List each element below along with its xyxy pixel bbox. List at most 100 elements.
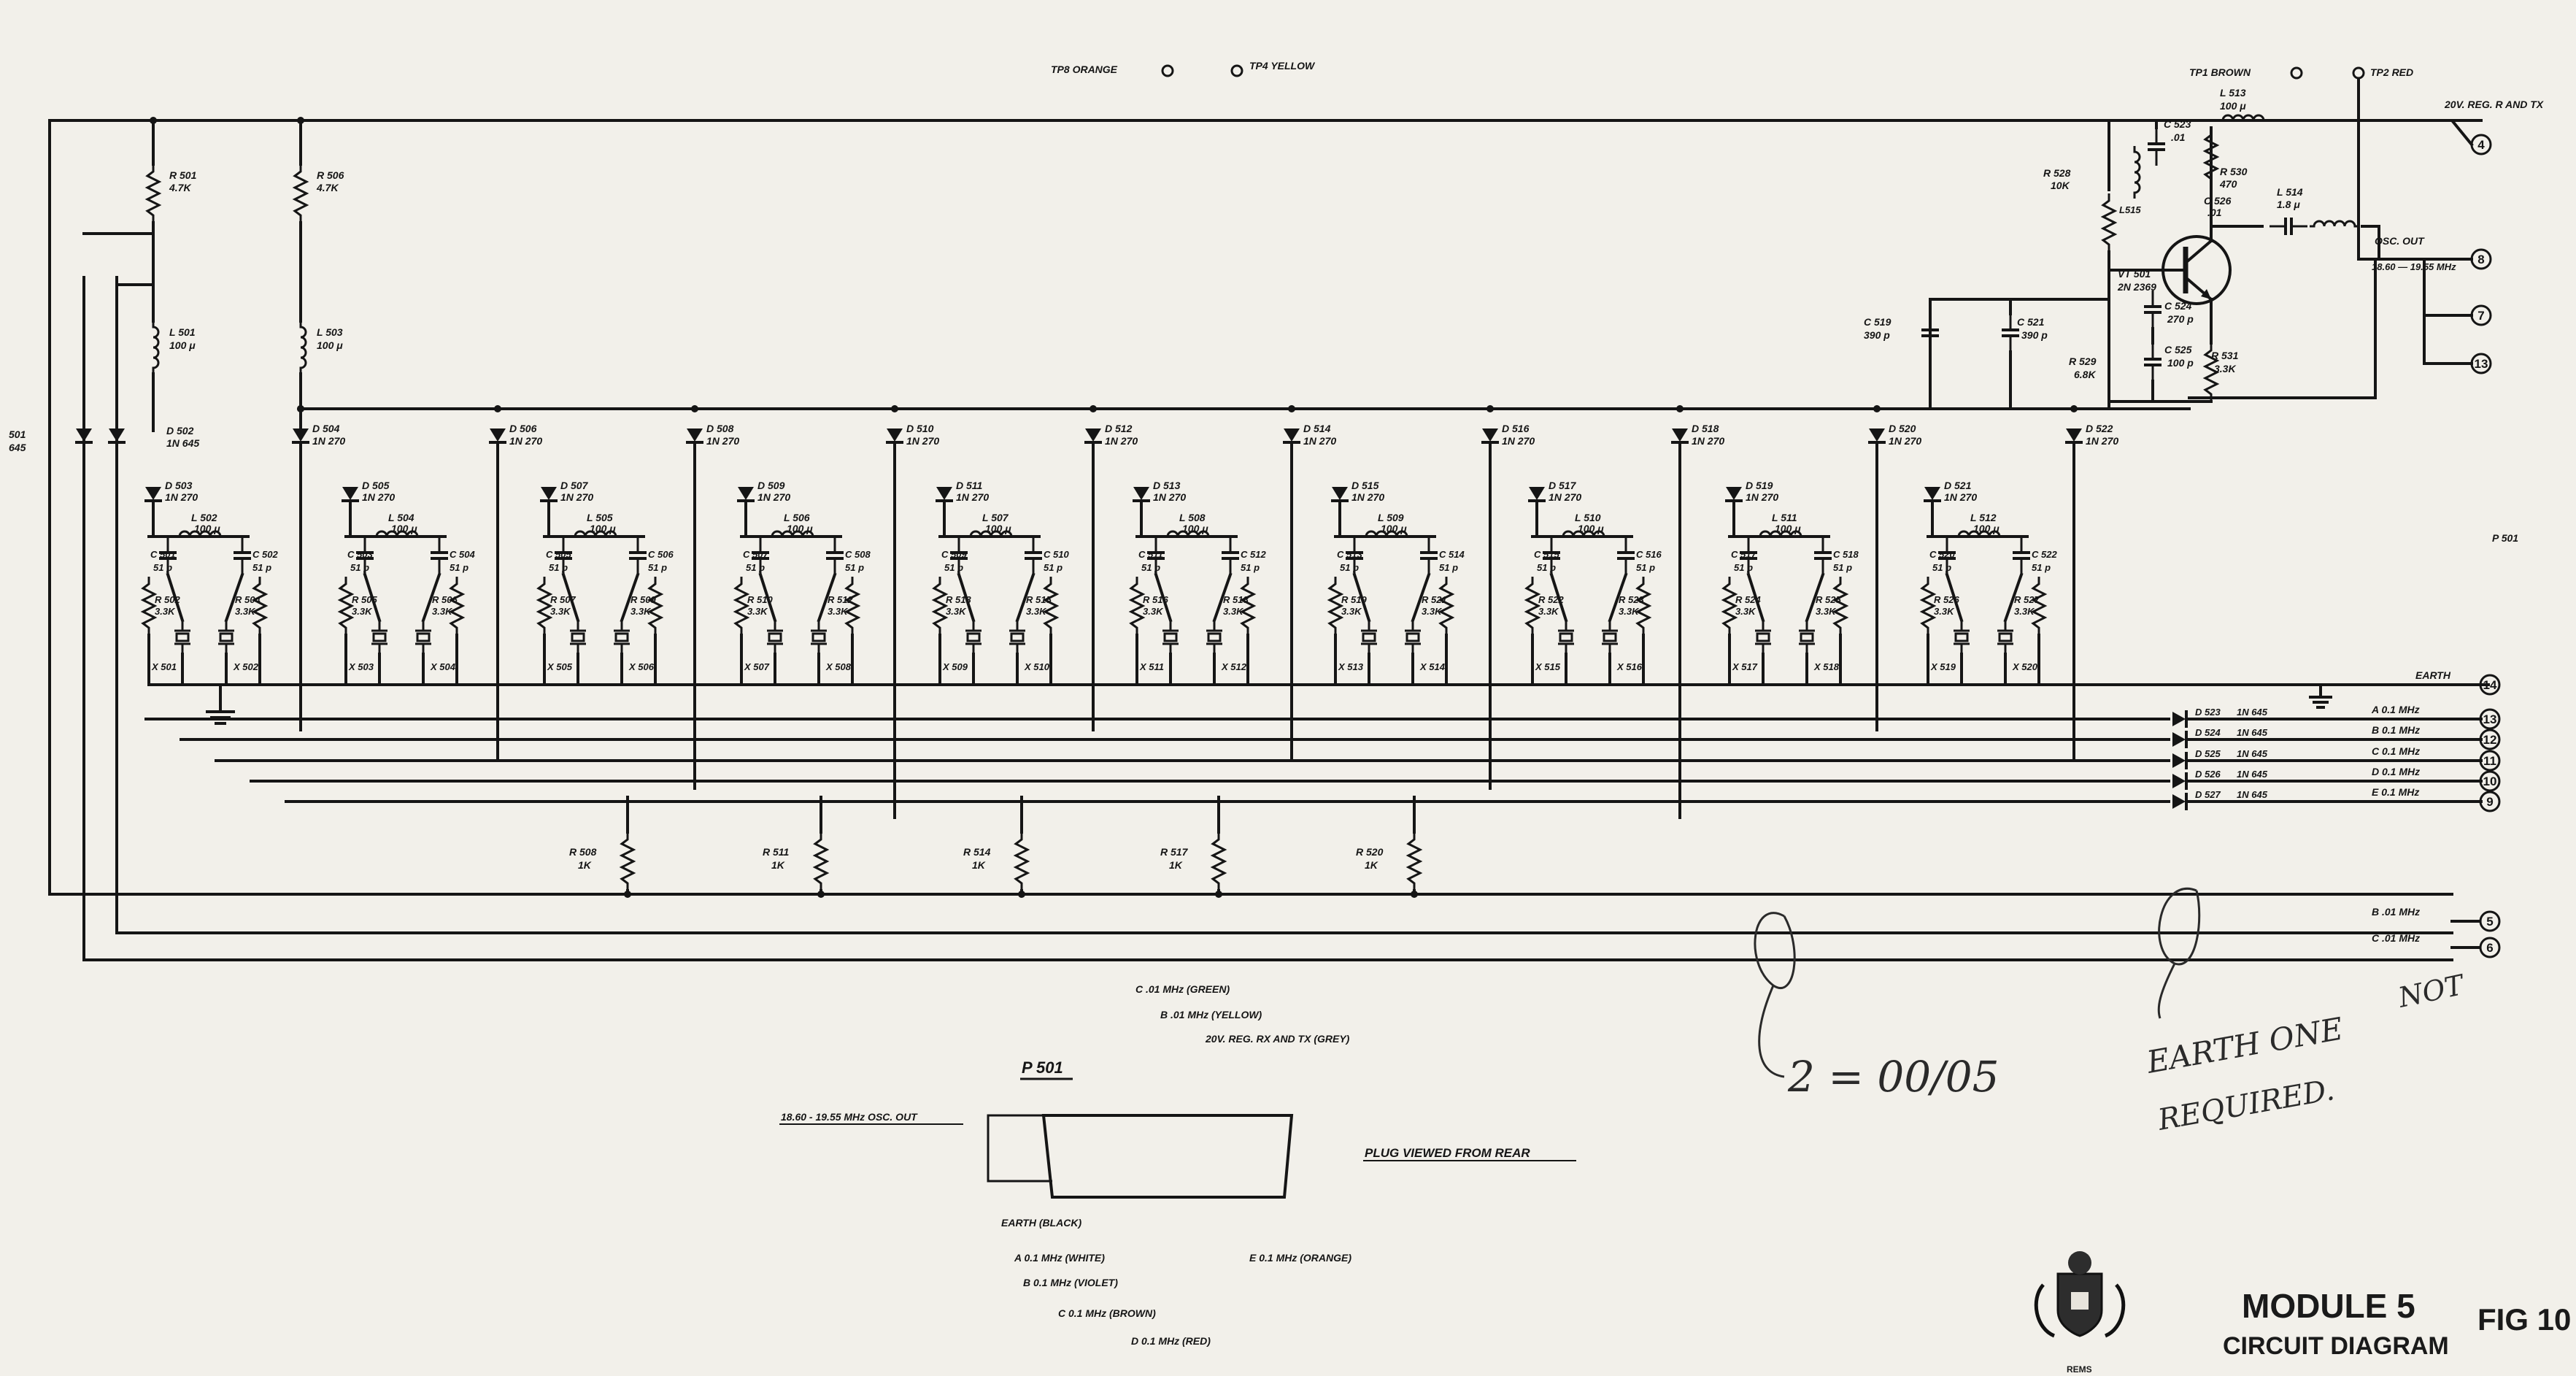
label: D 516	[1502, 423, 1530, 434]
label: X 505	[547, 661, 573, 672]
label: R 505	[352, 594, 377, 605]
label: D 522	[2086, 423, 2113, 434]
label: R 525	[1816, 594, 1841, 605]
label: 3.3K	[1341, 606, 1362, 617]
pin-circle	[2479, 750, 2501, 772]
label: 51 p	[153, 562, 172, 573]
label: 51 p	[1932, 562, 1951, 573]
junction-dot	[817, 891, 825, 898]
svg-text:OSC. OUT: OSC. OUT	[2375, 235, 2425, 247]
wire	[2361, 225, 2380, 261]
label: 1N 270	[1944, 491, 1977, 503]
wire	[620, 572, 640, 623]
svg-text:TP1 BROWN: TP1 BROWN	[2189, 66, 2251, 78]
diode-d503	[143, 485, 163, 502]
inductor-l503	[299, 320, 307, 375]
label: L 504	[388, 512, 414, 523]
output-pin-13: 13	[2479, 708, 2501, 730]
label: C 508	[845, 549, 871, 560]
pin-number: 11	[2483, 754, 2496, 768]
label: 100 μ	[317, 339, 343, 351]
svg-text:C 525: C 525	[2164, 344, 2192, 355]
resistor-r513	[933, 575, 947, 637]
plug-view-note: PLUG VIEWED FROM REAR	[1365, 1146, 1530, 1160]
resistor-r515	[1044, 575, 1058, 637]
label: 3.3K	[1422, 606, 1443, 617]
label: X 501	[151, 661, 177, 672]
label: L 508	[1179, 512, 1206, 523]
label: 1N 645	[166, 437, 199, 449]
label: C 504	[450, 549, 475, 560]
top-pin-13: 13	[2470, 353, 2492, 374]
svg-text:R 528: R 528	[2043, 167, 2071, 179]
capacitor-c514	[1419, 535, 1439, 576]
label: R 524	[1735, 594, 1761, 605]
diode-d516	[1480, 427, 1500, 444]
label: C 518	[1833, 549, 1859, 560]
svg-text:L 513: L 513	[2220, 87, 2246, 99]
label: R 507	[550, 594, 576, 605]
label: 51 p	[1044, 562, 1063, 573]
label: R 501	[169, 169, 197, 181]
svg-text:C .01 MHz (GREEN): C .01 MHz (GREEN)	[1135, 983, 1230, 995]
crystal-x510	[1008, 619, 1027, 656]
output-pin-5: 5	[2479, 910, 2501, 932]
svg-text:2 = 00/05: 2 = 00/05	[1787, 1052, 2000, 1102]
output-label: B 0.1 MHz	[2372, 724, 2420, 736]
test-point-tp1: TP1 BROWN	[2189, 66, 2303, 80]
label: L 506	[784, 512, 810, 523]
diode-d521	[1922, 485, 1943, 502]
svg-text:R 530: R 530	[2220, 166, 2248, 177]
resistor-r516	[1130, 575, 1144, 637]
junction-dot	[1676, 405, 1684, 412]
pin-circle	[2479, 674, 2501, 696]
inductor-l515	[2133, 145, 2141, 200]
label: 1N 270	[560, 491, 593, 503]
label: 1N 270	[1153, 491, 1186, 503]
output-label: E 0.1 MHz	[2372, 786, 2419, 798]
label: 100 μ	[985, 523, 1011, 534]
test-point-tp2: TP2 RED	[2352, 66, 2413, 80]
svg-text:TP8 ORANGE: TP8 ORANGE	[1051, 64, 1118, 75]
crystal-x505	[568, 619, 587, 656]
label: D 510	[906, 423, 934, 434]
svg-text:.01: .01	[2171, 131, 2186, 143]
label: D 507	[560, 480, 589, 491]
pin-number: 6	[2486, 941, 2493, 955]
svg-text:B 0.1 MHz (VIOLET): B 0.1 MHz (VIOLET)	[1023, 1277, 1118, 1288]
capacitor-c512	[1220, 535, 1241, 576]
label: R 502	[155, 594, 180, 605]
pin-number: 8	[2477, 253, 2484, 266]
label: R 506	[317, 169, 344, 181]
pin-number: 4	[2477, 138, 2485, 152]
resistor-r528	[2102, 192, 2116, 253]
label: R 521	[1422, 594, 1447, 605]
svg-text:6.8K: 6.8K	[2074, 369, 2096, 380]
label: D 527	[2195, 789, 2221, 800]
output-pin-6: 6	[2479, 937, 2501, 958]
label: C 517	[1731, 549, 1756, 560]
diode-d523	[2171, 709, 2188, 729]
label: X 519	[1930, 661, 1956, 672]
svg-text:470: 470	[2219, 178, 2237, 190]
svg-text:TP2 RED: TP2 RED	[2370, 66, 2413, 78]
label: 100 μ	[1578, 523, 1604, 534]
label: L 509	[1378, 512, 1404, 523]
label: 51 p	[350, 562, 369, 573]
svg-text:P 501: P 501	[2492, 532, 2518, 544]
label: 51 p	[450, 562, 468, 573]
label: X 513	[1338, 661, 1364, 672]
label: X 520	[2012, 661, 2038, 672]
label: 1N 270	[1746, 491, 1778, 503]
pin-number: 13	[2483, 712, 2497, 726]
resistor-r509	[648, 575, 663, 637]
inductor-l514	[2308, 220, 2361, 228]
wire-supply-out	[2356, 119, 2474, 147]
crystal-x513	[1360, 619, 1378, 656]
label: 1N 270	[1889, 435, 1921, 447]
label: 1N 270	[1303, 435, 1336, 447]
label: C 506	[648, 549, 674, 560]
junction-dot	[297, 405, 304, 412]
svg-text:2N 2369: 2N 2369	[2117, 281, 2156, 293]
junction-dot	[624, 891, 631, 898]
